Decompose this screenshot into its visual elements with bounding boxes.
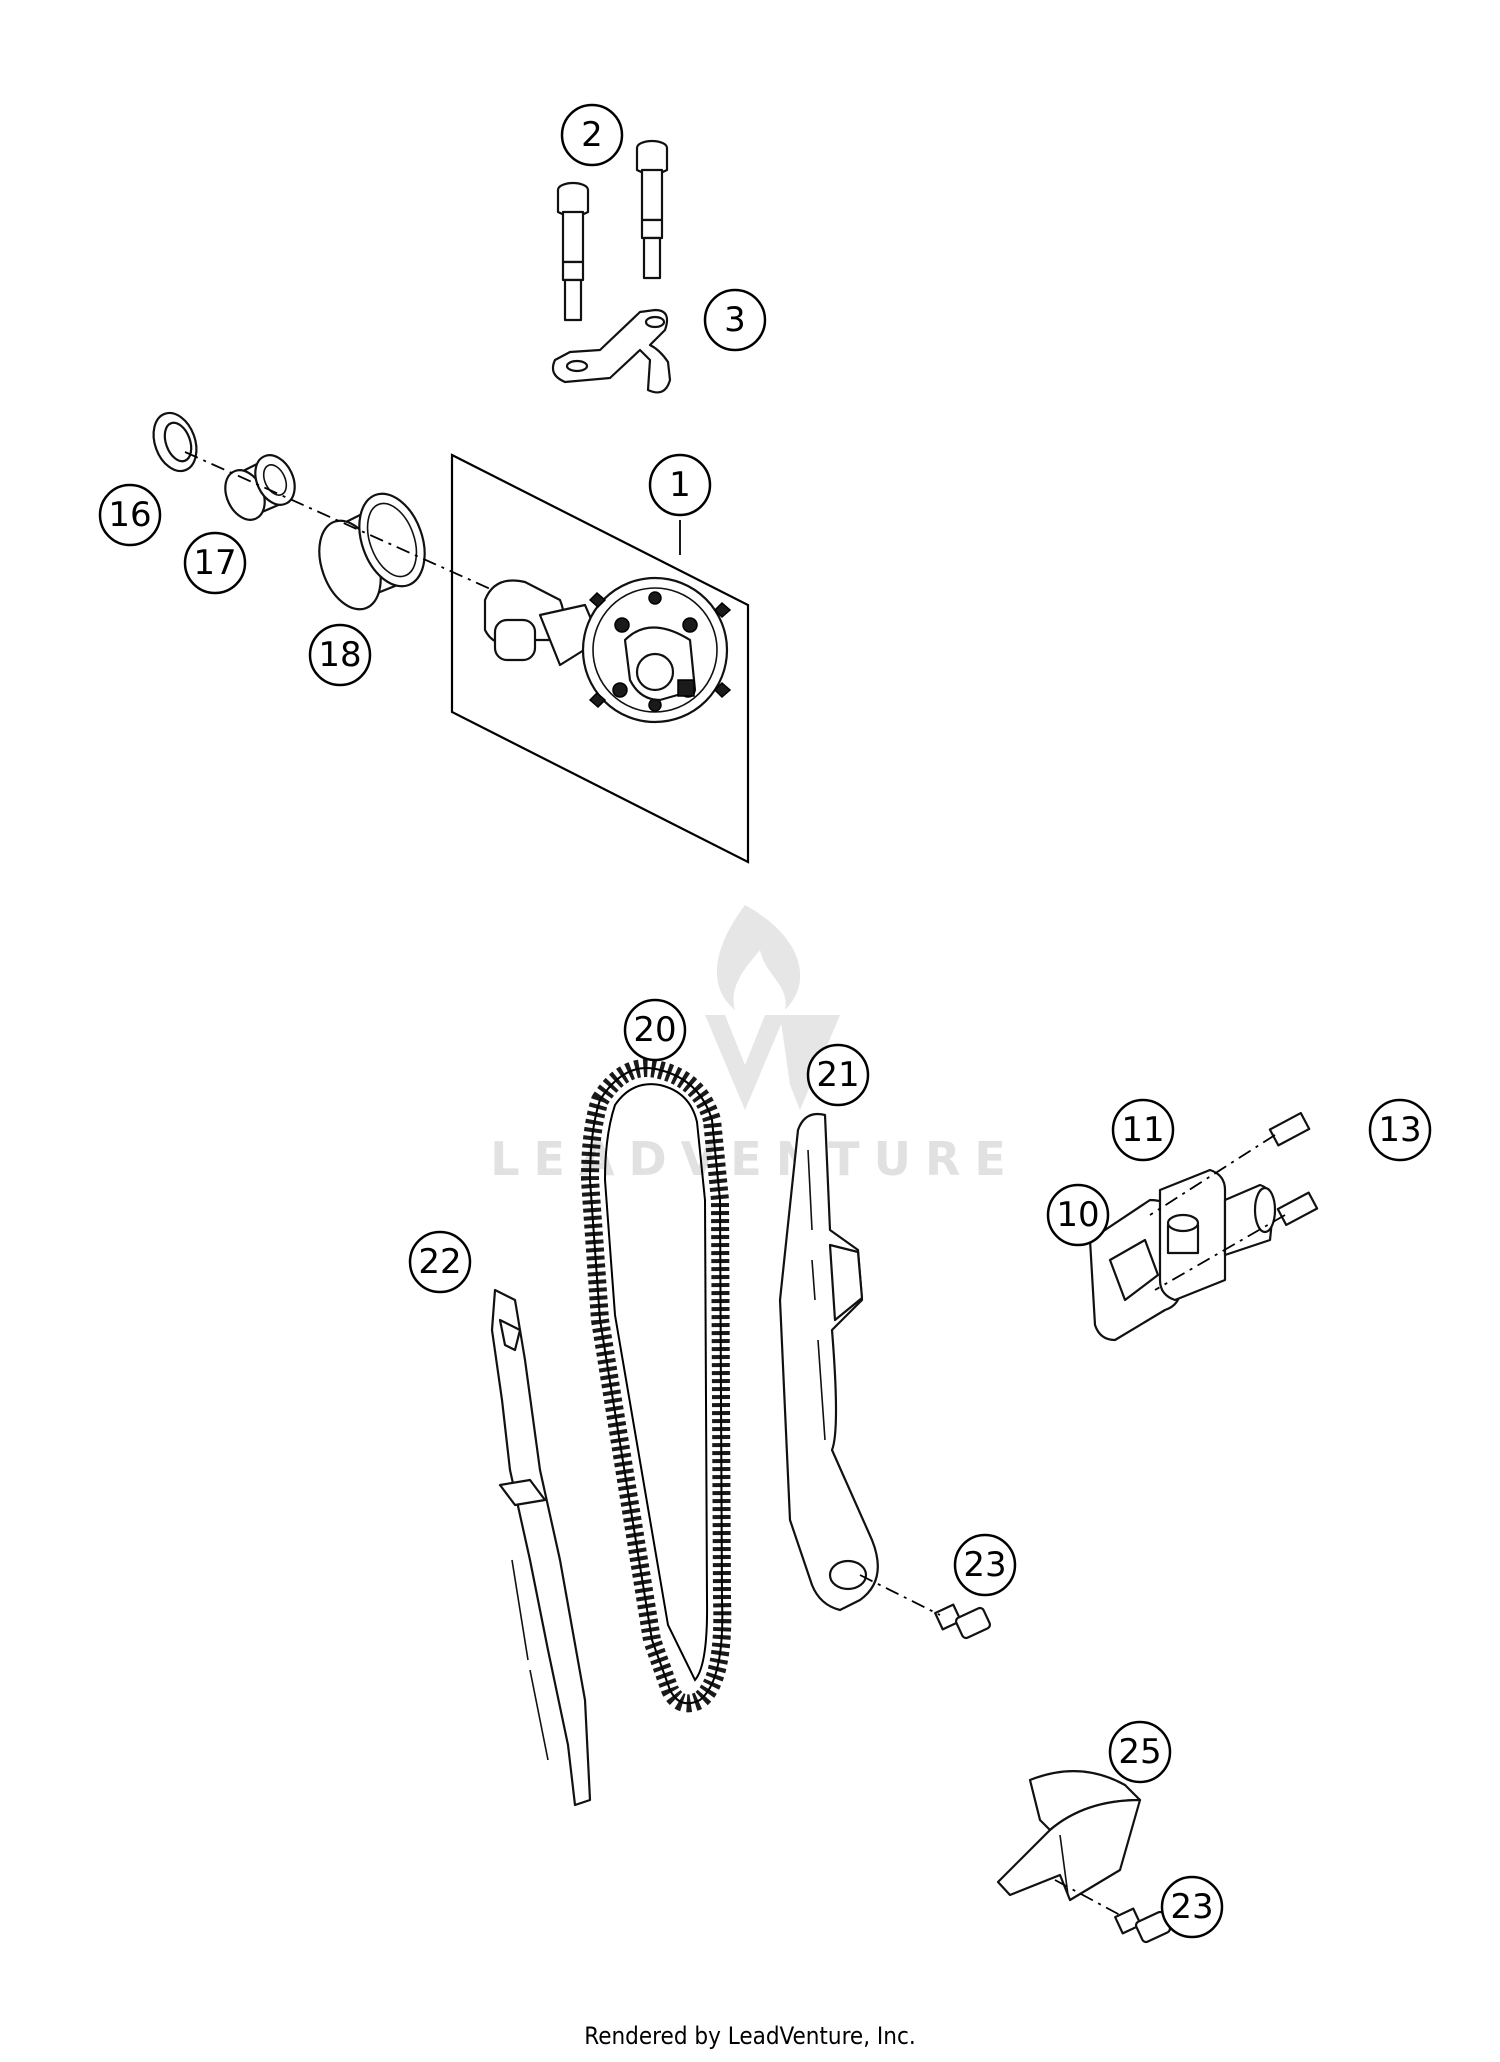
callout-16: 16 (98, 483, 162, 547)
axis-line (184, 451, 516, 601)
part-11-tensioner (1158, 1168, 1277, 1302)
callout-21: 21 (806, 1043, 870, 1107)
part-2-bolts (556, 139, 669, 322)
part-13-bolts (1268, 1111, 1319, 1227)
svg-text:23: 23 (963, 1545, 1006, 1585)
svg-text:20: 20 (633, 1010, 676, 1050)
part-10-gasket (1088, 1198, 1182, 1342)
callout-11: 11 (1111, 1098, 1175, 1162)
part-21-tensioner-guide (778, 1112, 879, 1612)
callout-23-lower: 23 (1160, 1875, 1224, 1939)
callout-3: 3 (703, 288, 767, 352)
svg-text:13: 13 (1378, 1110, 1421, 1150)
svg-text:21: 21 (816, 1055, 859, 1095)
watermark-text: LEADVENTURE (490, 1132, 1020, 1186)
part-23-bolt-upper (934, 1603, 992, 1640)
part-17-bearing (224, 454, 296, 521)
svg-text:16: 16 (108, 495, 151, 535)
svg-text:17: 17 (193, 543, 236, 583)
part-3-bracket (551, 308, 672, 394)
callout-17: 17 (183, 531, 247, 595)
part-25-cover (996, 1770, 1142, 1902)
svg-text:11: 11 (1121, 1110, 1164, 1150)
axis-line-13 (1154, 1214, 1286, 1291)
svg-text:25: 25 (1118, 1732, 1161, 1772)
svg-text:22: 22 (418, 1242, 461, 1282)
callout-22: 22 (408, 1230, 472, 1294)
callout-20: 20 (623, 998, 687, 1062)
axis-line-23b (1054, 1879, 1121, 1916)
callout-2: 2 (560, 103, 624, 167)
part-16-seal (152, 411, 198, 473)
svg-text:1: 1 (669, 465, 691, 505)
callout-10: 10 (1046, 1183, 1110, 1247)
svg-text:18: 18 (318, 635, 361, 675)
svg-text:10: 10 (1056, 1195, 1099, 1235)
part-23-bolt-lower (1114, 1907, 1172, 1944)
part-1-frame (450, 453, 750, 864)
callout-23-upper: 23 (953, 1533, 1017, 1597)
part-1-camshaft (483, 576, 732, 724)
part-20-timing-chain (580, 1059, 732, 1713)
svg-text:3: 3 (724, 300, 746, 340)
callout-25: 25 (1108, 1720, 1172, 1784)
part-22-chain-guide (490, 1288, 592, 1807)
part-18-ring (318, 492, 426, 611)
svg-text:2: 2 (581, 115, 603, 155)
svg-text:23: 23 (1170, 1887, 1213, 1927)
callout-1: 1 (648, 453, 712, 517)
callout-13: 13 (1368, 1098, 1432, 1162)
footer-credit: Rendered by LeadVenture, Inc. (584, 2022, 916, 2050)
axis-line-11 (1149, 1134, 1276, 1216)
callout-18: 18 (308, 623, 372, 687)
leadventure-watermark: LEADVENTURE (490, 905, 1020, 1186)
axis-line-23a (859, 1574, 941, 1616)
